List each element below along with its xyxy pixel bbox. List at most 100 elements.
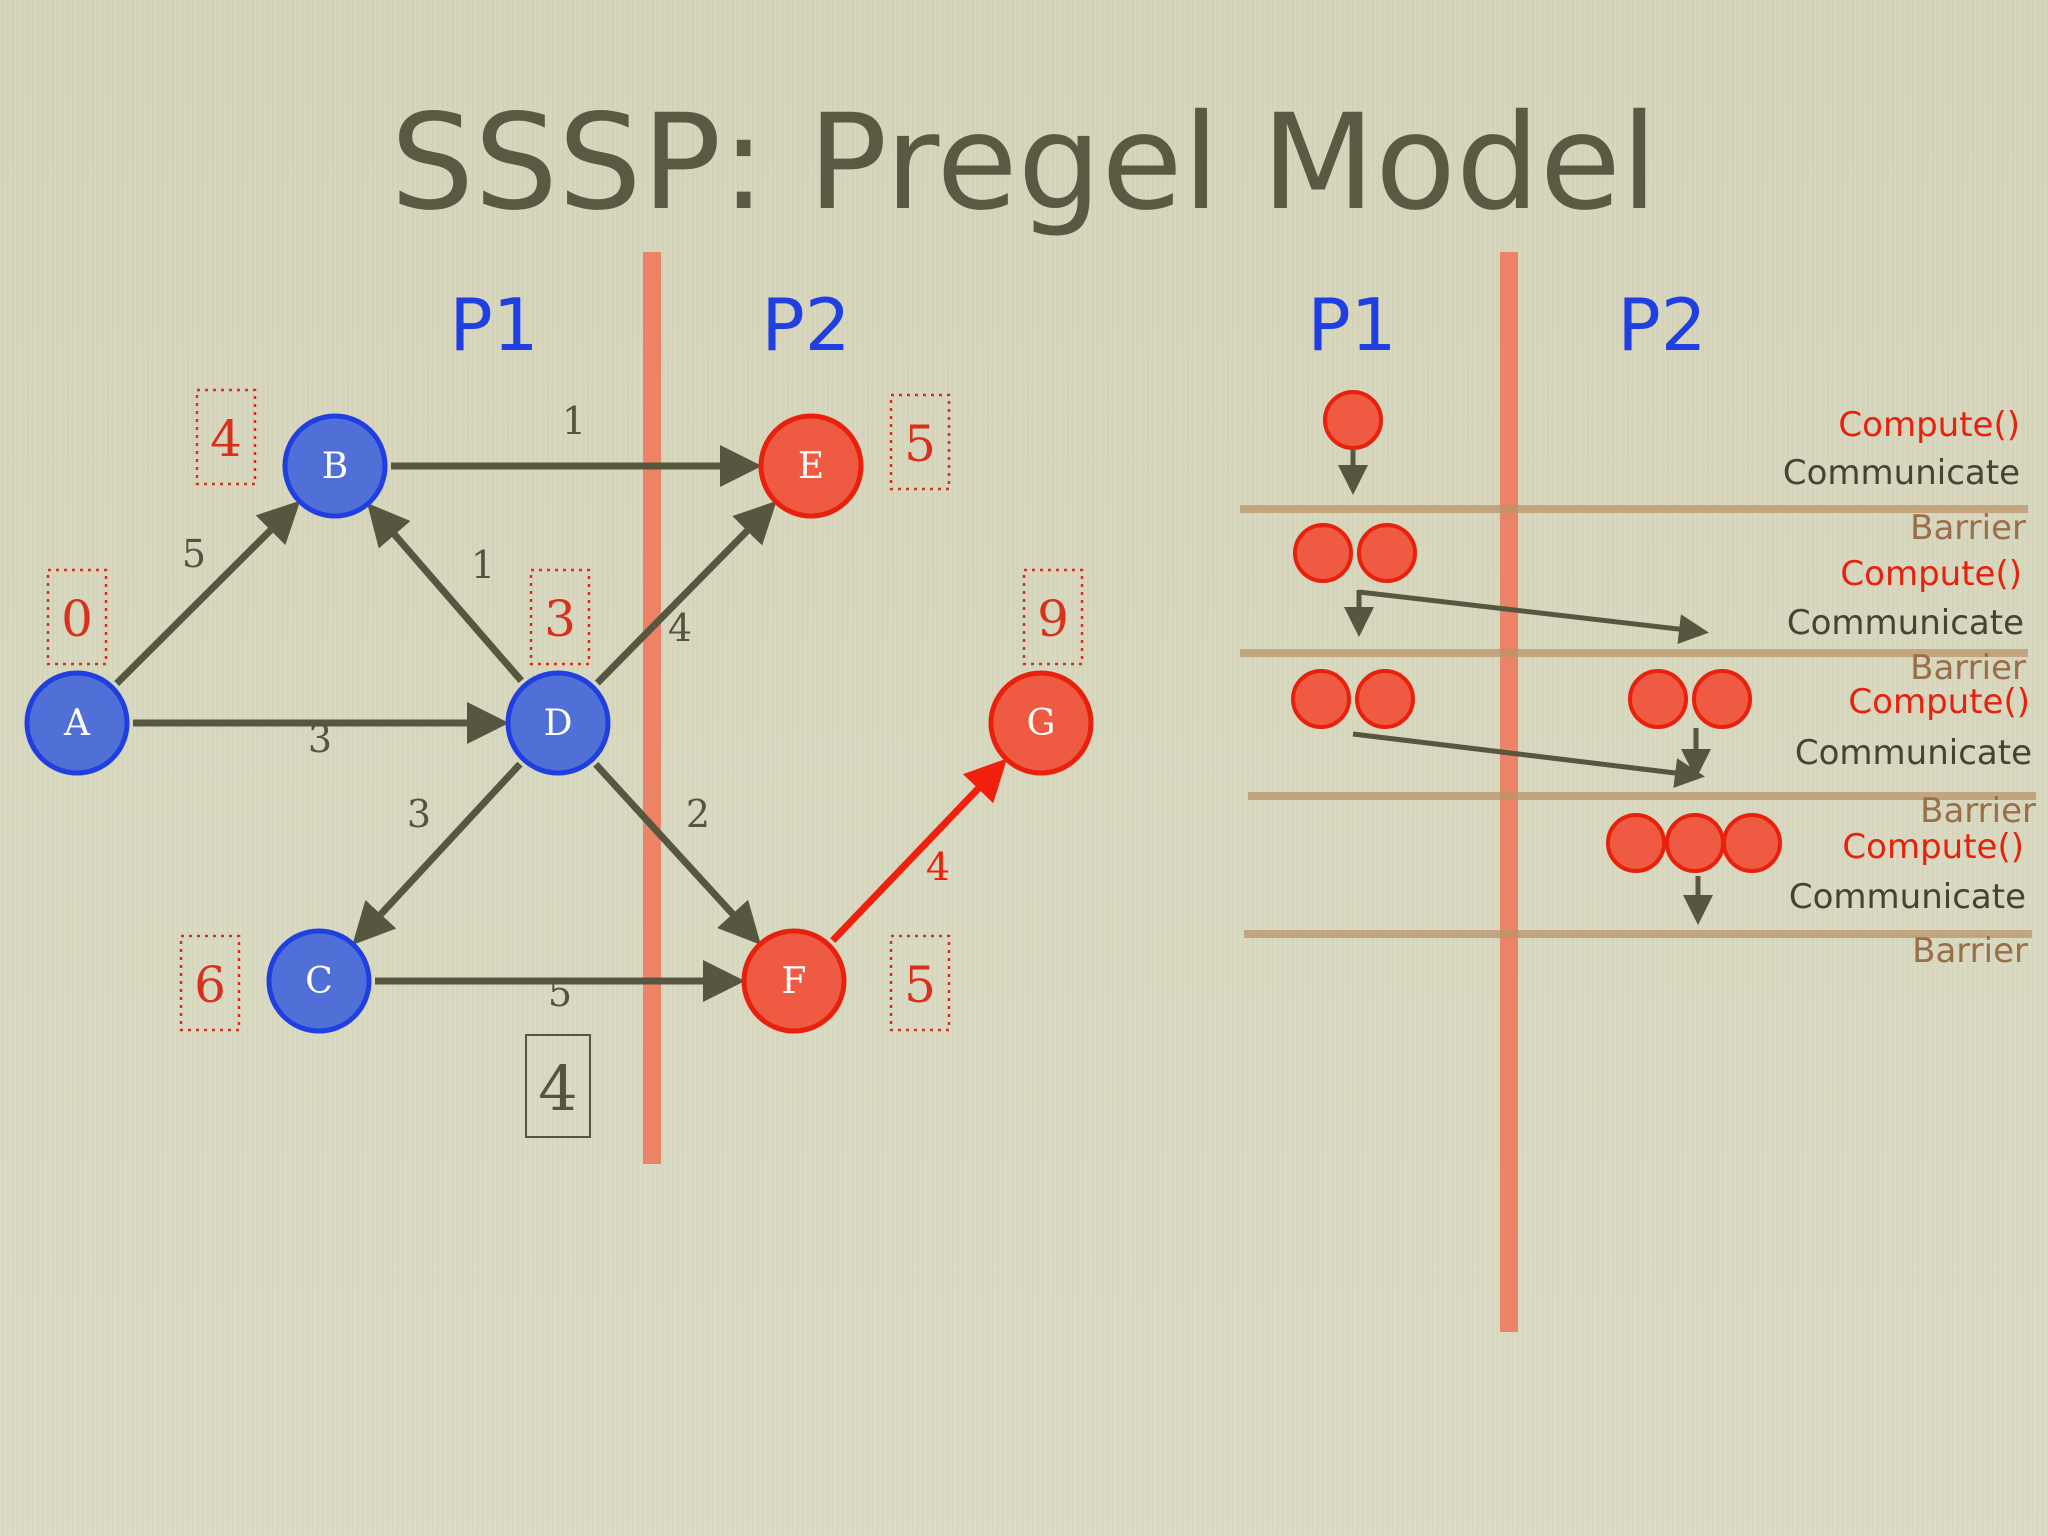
distance-box-border-g — [1022, 568, 1084, 666]
vertex-step2-p1-a — [1293, 523, 1353, 583]
edge-weight-a-d: 3 — [308, 717, 332, 761]
distance-box-border-d — [529, 568, 591, 666]
node-e: E — [758, 413, 864, 519]
distance-value-d: 3 — [544, 590, 576, 648]
node-b: B — [282, 413, 388, 519]
arrow-step3-cross — [1352, 731, 1705, 788]
timeline-panel: P1 P2 — [1240, 252, 2036, 1332]
edge-d-c — [352, 761, 523, 946]
vertex-step4-p2-c — [1722, 813, 1782, 873]
step2-barrier-label: Barrier — [1910, 648, 2026, 688]
node-circle-f — [741, 928, 847, 1034]
edge-f-g — [830, 758, 1008, 943]
edge-weight-d-f: 2 — [686, 792, 710, 836]
graph-partition-label-p1: P1 — [449, 283, 538, 367]
barrier-line-4 — [1244, 930, 2032, 938]
distance-value-g: 9 — [1037, 590, 1069, 648]
edge-weight-a-b: 5 — [182, 532, 206, 576]
node-label-a: A — [63, 703, 91, 744]
distance-value-a: 0 — [61, 590, 93, 648]
node-label-d: D — [544, 703, 573, 744]
node-circle-a — [24, 670, 130, 776]
partition-divider-graph — [643, 252, 661, 1164]
edge-d-f — [593, 761, 761, 945]
node-label-f: F — [782, 961, 807, 1002]
node-circle-b — [282, 413, 388, 519]
node-c: C — [266, 928, 372, 1034]
barrier-line-3 — [1248, 792, 2036, 800]
node-label-g: G — [1027, 703, 1056, 744]
timeline-partition-label-p1: P1 — [1307, 283, 1396, 367]
edge-d-b — [367, 503, 524, 683]
edge-weight-d-e: 4 — [668, 606, 692, 650]
graph-nodes: A B C D E F G — [24, 413, 1094, 1034]
distance-box-b: 4 — [195, 388, 257, 486]
distance-box-c: 6 — [179, 934, 241, 1032]
distance-value-e: 5 — [904, 415, 936, 473]
graph-edges — [114, 445, 1008, 1002]
vertex-step1-p1 — [1323, 390, 1383, 450]
graph-panel: P1 P2 5 3 1 1 4 3 2 5 4 A B C D E F G 0 4 6 3 5 5 9 4 — [24, 252, 1094, 1164]
barrier-line-1 — [1240, 505, 2028, 513]
distance-value-f: 5 — [904, 956, 936, 1014]
edge-a-b — [114, 500, 301, 686]
graph-partition-label-p2: P2 — [761, 283, 850, 367]
step3-compute-label: Compute() — [1848, 682, 2030, 722]
step4-compute-label: Compute() — [1842, 827, 2024, 867]
step2-compute-label: Compute() — [1840, 554, 2022, 594]
step4-communicate-label: Communicate — [1789, 877, 2026, 917]
node-circle-e — [758, 413, 864, 519]
slide-title: SSSP: Pregel Model — [390, 86, 1657, 240]
edge-weight-c-f: 5 — [548, 971, 572, 1015]
distance-box-border-c — [179, 934, 241, 1032]
barrier-lines — [1240, 505, 2036, 938]
vertex-step3-p2-b — [1692, 669, 1752, 729]
vertex-step3-p2-a — [1628, 669, 1688, 729]
step4-barrier-label: Barrier — [1912, 931, 2028, 971]
node-circle-c — [266, 928, 372, 1034]
edge-weight-b-e: 1 — [562, 399, 586, 443]
distance-box-border-e — [889, 393, 951, 491]
distance-box-border-b — [195, 388, 257, 486]
distance-value-c: 6 — [194, 956, 226, 1014]
distance-box-border-f — [889, 934, 951, 1032]
node-a: A — [24, 670, 130, 776]
node-d: D — [505, 670, 611, 776]
node-label-b: B — [322, 446, 348, 487]
timeline-partition-label-p2: P2 — [1617, 283, 1706, 367]
arrow-step2-cross — [1358, 589, 1709, 645]
step3-communicate-label: Communicate — [1795, 733, 2032, 773]
distance-box-d: 3 — [529, 568, 591, 666]
distance-labels: 0 4 6 3 5 5 9 — [46, 388, 1084, 1032]
node-g: G — [988, 670, 1094, 776]
edge-weights: 5 3 1 1 4 3 2 5 4 — [182, 399, 950, 1015]
timeline-arrows — [1338, 450, 1713, 925]
node-circle-d — [505, 670, 611, 776]
message-value: 4 — [538, 1052, 577, 1125]
timeline-vertices — [1291, 390, 1782, 873]
step-labels: Compute() Communicate Barrier Compute() … — [1783, 405, 2036, 971]
step1-communicate-label: Communicate — [1783, 453, 2020, 493]
step3-barrier-label: Barrier — [1920, 791, 2036, 831]
distance-box-f: 5 — [889, 934, 951, 1032]
node-f: F — [741, 928, 847, 1034]
node-label-e: E — [798, 446, 824, 487]
vertex-step4-p2-b — [1665, 813, 1725, 873]
step1-compute-label: Compute() — [1838, 405, 2020, 445]
barrier-line-2 — [1240, 649, 2028, 657]
step2-communicate-label: Communicate — [1787, 603, 2024, 643]
node-label-c: C — [305, 961, 333, 1002]
distance-box-a: 0 — [46, 568, 108, 666]
edge-weight-d-b: 1 — [471, 543, 495, 587]
vertex-step3-p1-b — [1355, 669, 1415, 729]
edge-weight-f-g: 4 — [926, 845, 950, 889]
vertex-step2-p1-b — [1357, 523, 1417, 583]
distance-value-b: 4 — [210, 410, 242, 468]
message-value-box: 4 — [525, 1034, 591, 1138]
node-circle-g — [988, 670, 1094, 776]
distance-box-g: 9 — [1022, 568, 1084, 666]
distance-box-border-a — [46, 568, 108, 666]
edge-weight-d-c: 3 — [407, 792, 431, 836]
vertex-step3-p1-a — [1291, 669, 1351, 729]
